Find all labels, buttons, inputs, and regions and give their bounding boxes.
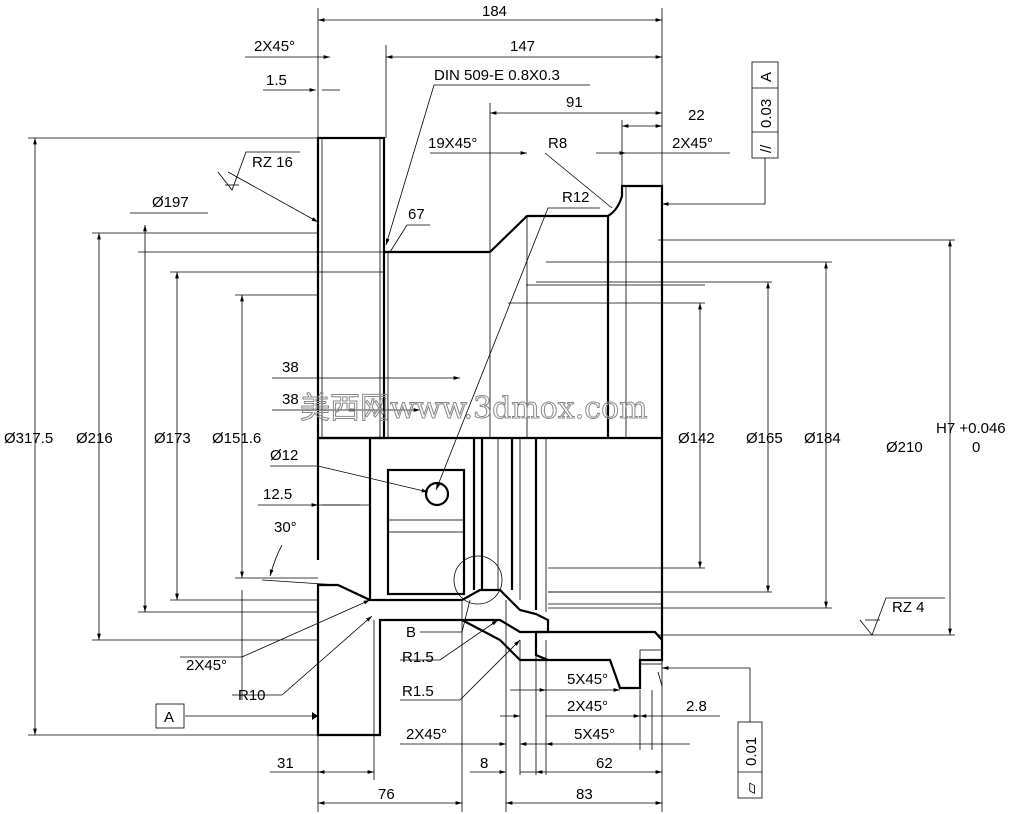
radius-r8: R8 — [548, 135, 567, 152]
chamfer-2x45-top-right: 2X45° — [672, 135, 713, 152]
dimension-lines-left — [28, 137, 460, 736]
surface-finish-rz4 — [859, 597, 945, 636]
chamfer-5x45-b: 5X45° — [574, 726, 615, 743]
diameter-142: Ø142 — [678, 430, 715, 447]
dim-38-b: 38 — [282, 391, 299, 408]
dim-76: 76 — [378, 786, 395, 803]
chamfer-2x45-bottom-right: 2X45° — [567, 698, 608, 715]
dimension-lines-bottom — [270, 599, 720, 812]
dim-83: 83 — [576, 786, 593, 803]
detail-b-label: B — [406, 624, 416, 641]
angle-30: 30° — [274, 519, 297, 536]
radius-r1-5-a: R1.5 — [402, 649, 434, 666]
dim-22: 22 — [688, 107, 705, 124]
tolerance-h7: H7 +0.046 — [936, 420, 1006, 437]
dim-147: 147 — [510, 38, 535, 55]
radius-r12: R12 — [562, 189, 590, 206]
dim-62: 62 — [596, 755, 613, 772]
part-outline — [316, 136, 664, 440]
watermark: 美西网www.3dmox.com — [300, 391, 648, 426]
dim-184: 184 — [482, 3, 507, 20]
dim-91: 91 — [566, 94, 583, 111]
radius-r10: R10 — [238, 687, 266, 704]
datum-box — [155, 703, 185, 729]
undercut-din509: DIN 509-E 0.8X0.3 — [434, 67, 560, 84]
dimension-lines-top — [245, 8, 730, 491]
dim-31: 31 — [277, 755, 294, 772]
surface-finish-rz16-label: RZ 16 — [252, 154, 293, 171]
dim-38-a: 38 — [282, 359, 299, 376]
datum-a-label: A — [164, 709, 174, 726]
dimension-labels: 184 147 91 22 2X45° 1.5 DIN 509-E 0.8X0.… — [4, 3, 1006, 803]
surface-finish-rz16 — [217, 151, 319, 223]
annotation-labels: RZ 16 RZ 4 A // 0.03 A ▱ 0.01 — [164, 72, 925, 794]
flatness-frame — [737, 721, 763, 799]
flatness-value: 0.01 — [743, 737, 760, 766]
chamfer-2x45-bottom-middle: 2X45° — [406, 726, 447, 743]
diameter-197: Ø197 — [152, 194, 189, 211]
parallelism-value: 0.03 — [758, 99, 775, 128]
dim-12-5: 12.5 — [263, 486, 292, 503]
dim-67: 67 — [408, 206, 425, 223]
dim-2-8: 2.8 — [686, 698, 707, 715]
tolerance-lower: 0 — [972, 439, 980, 456]
diameter-216: Ø216 — [76, 430, 113, 447]
chamfer-5x45-a: 5X45° — [567, 671, 608, 688]
parallelism-symbol: // — [758, 144, 775, 153]
chamfer-19x45: 19X45° — [428, 135, 477, 152]
dim-1-5: 1.5 — [266, 72, 287, 89]
diameter-173: Ø173 — [154, 430, 191, 447]
diameter-184: Ø184 — [804, 430, 841, 447]
dim-8: 8 — [480, 755, 488, 772]
parallelism-datum: A — [758, 72, 775, 82]
diameter-12: Ø12 — [270, 447, 298, 464]
diameter-165: Ø165 — [746, 430, 783, 447]
chamfer-2x45-lower-left: 2X45° — [186, 657, 227, 674]
radius-r1-5-b: R1.5 — [402, 683, 434, 700]
dimension-lines-right — [508, 158, 955, 722]
diameter-317-5: Ø317.5 — [4, 430, 53, 447]
surface-finish-rz4-label: RZ 4 — [892, 599, 925, 616]
flatness-symbol: ▱ — [743, 782, 760, 794]
diameter-210: Ø210 — [886, 439, 923, 456]
section-view — [316, 438, 664, 737]
diameter-151-6: Ø151.6 — [212, 430, 261, 447]
chamfer-2x45-top-left: 2X45° — [254, 38, 295, 55]
parallelism-frame — [751, 61, 779, 159]
